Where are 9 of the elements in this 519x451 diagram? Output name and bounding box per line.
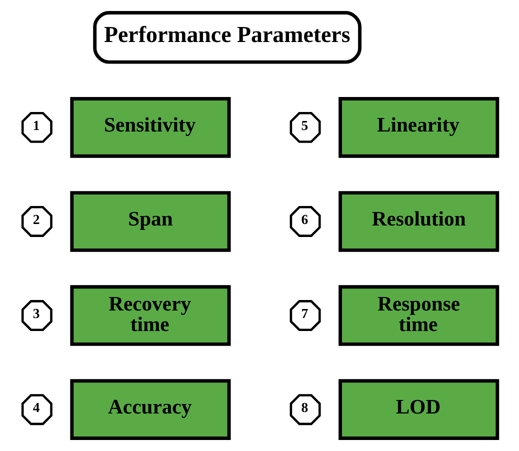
node-box: Accuracy — [70, 379, 230, 440]
node-box: Performance Parameters — [92, 11, 361, 64]
node-box: Resolution — [338, 191, 499, 252]
node-box: Recovery time — [70, 285, 230, 346]
node-box: Linearity — [338, 97, 499, 158]
node-box: Sensitivity — [70, 97, 230, 158]
node-box: Span — [70, 191, 230, 252]
node-box: LOD — [338, 379, 499, 440]
node-box: Response time — [338, 285, 499, 346]
